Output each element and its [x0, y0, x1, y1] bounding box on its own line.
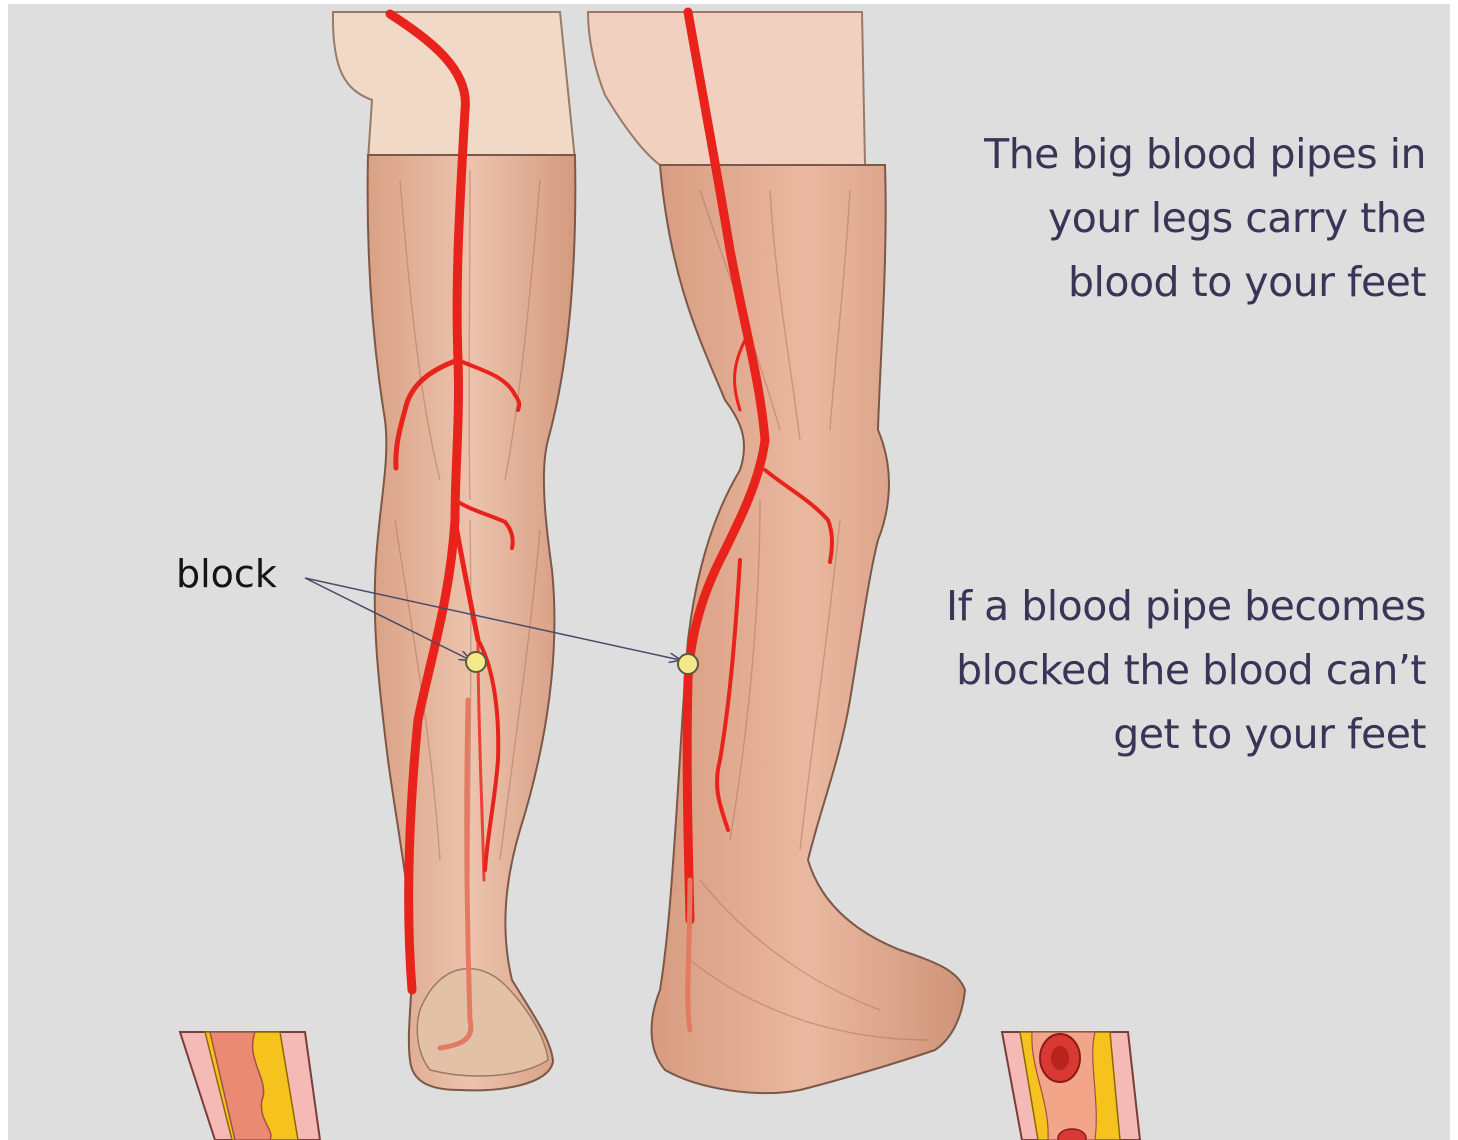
- caption-line: your legs carry the: [866, 186, 1426, 250]
- right-thigh-pale: [588, 12, 865, 165]
- caption-line: get to your feet: [826, 702, 1426, 766]
- caption-blood-pipes: The big blood pipes in your legs carry t…: [866, 122, 1426, 314]
- caption-line: blood to your feet: [866, 250, 1426, 314]
- block-label: block: [176, 552, 277, 596]
- left-heel: [417, 969, 548, 1076]
- blockage-marker-right: [678, 654, 698, 674]
- left-leg-shape: [368, 155, 576, 1090]
- caption-blocked-pipe: If a blood pipe becomes blocked the bloo…: [826, 574, 1426, 766]
- artery-cross-section-clot: [1002, 1032, 1140, 1140]
- caption-line: blocked the blood can’t: [826, 638, 1426, 702]
- left-leg: [333, 12, 575, 1090]
- caption-line: The big blood pipes in: [866, 122, 1426, 186]
- artery-cross-section-plaque: [180, 1032, 320, 1140]
- caption-line: If a blood pipe becomes: [826, 574, 1426, 638]
- blockage-marker-left: [466, 652, 486, 672]
- left-thigh-pale: [333, 12, 575, 160]
